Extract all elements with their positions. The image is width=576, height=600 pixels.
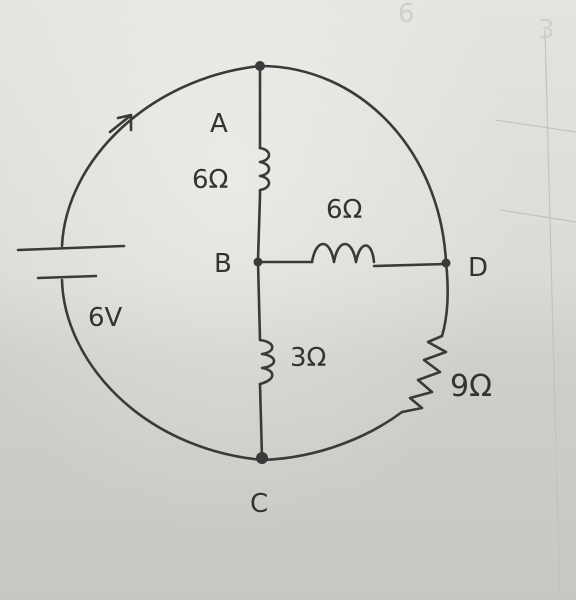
background-mark-1: 6 (398, 0, 415, 29)
resistor-bc-label: 3Ω (290, 343, 326, 373)
paper-line (544, 29, 561, 600)
wire-bottom-right (260, 410, 404, 462)
resistor-ab-label: 6Ω (192, 165, 228, 195)
node-label-b: B (214, 249, 232, 279)
battery-plate-long (16, 244, 126, 252)
node-d-dot (441, 258, 451, 268)
current-arrow-icon (108, 113, 133, 134)
battery-plate-short (36, 274, 98, 280)
wire-to-b (256, 194, 262, 262)
node-label-d: D (468, 253, 488, 283)
wire-to-c (258, 382, 264, 460)
node-b-dot (253, 257, 263, 267)
node-label-c: C (250, 489, 268, 519)
resistor-3-bc-coil (258, 338, 276, 386)
resistor-dc-label: 9Ω (450, 369, 492, 404)
battery-label: 6V (88, 303, 123, 333)
node-c-dot (256, 452, 268, 464)
resistor-9-zigzag (400, 334, 448, 414)
wire-right-upper (258, 64, 448, 264)
wire-d-down (440, 260, 449, 338)
background-mark-2: 3 (538, 15, 555, 45)
node-a-dot (255, 61, 265, 71)
node-label-a: A (210, 109, 228, 139)
paper-line (494, 119, 576, 133)
wire-left-lower (60, 278, 264, 462)
paper-line (499, 209, 576, 223)
wire-b-down (256, 260, 262, 342)
resistor-6-bd-coil (310, 242, 376, 264)
wire-to-d (372, 262, 448, 268)
resistor-bd-label: 6Ω (326, 195, 362, 225)
wire-left-upper (60, 64, 262, 248)
resistor-6-ab-coil (258, 146, 271, 198)
